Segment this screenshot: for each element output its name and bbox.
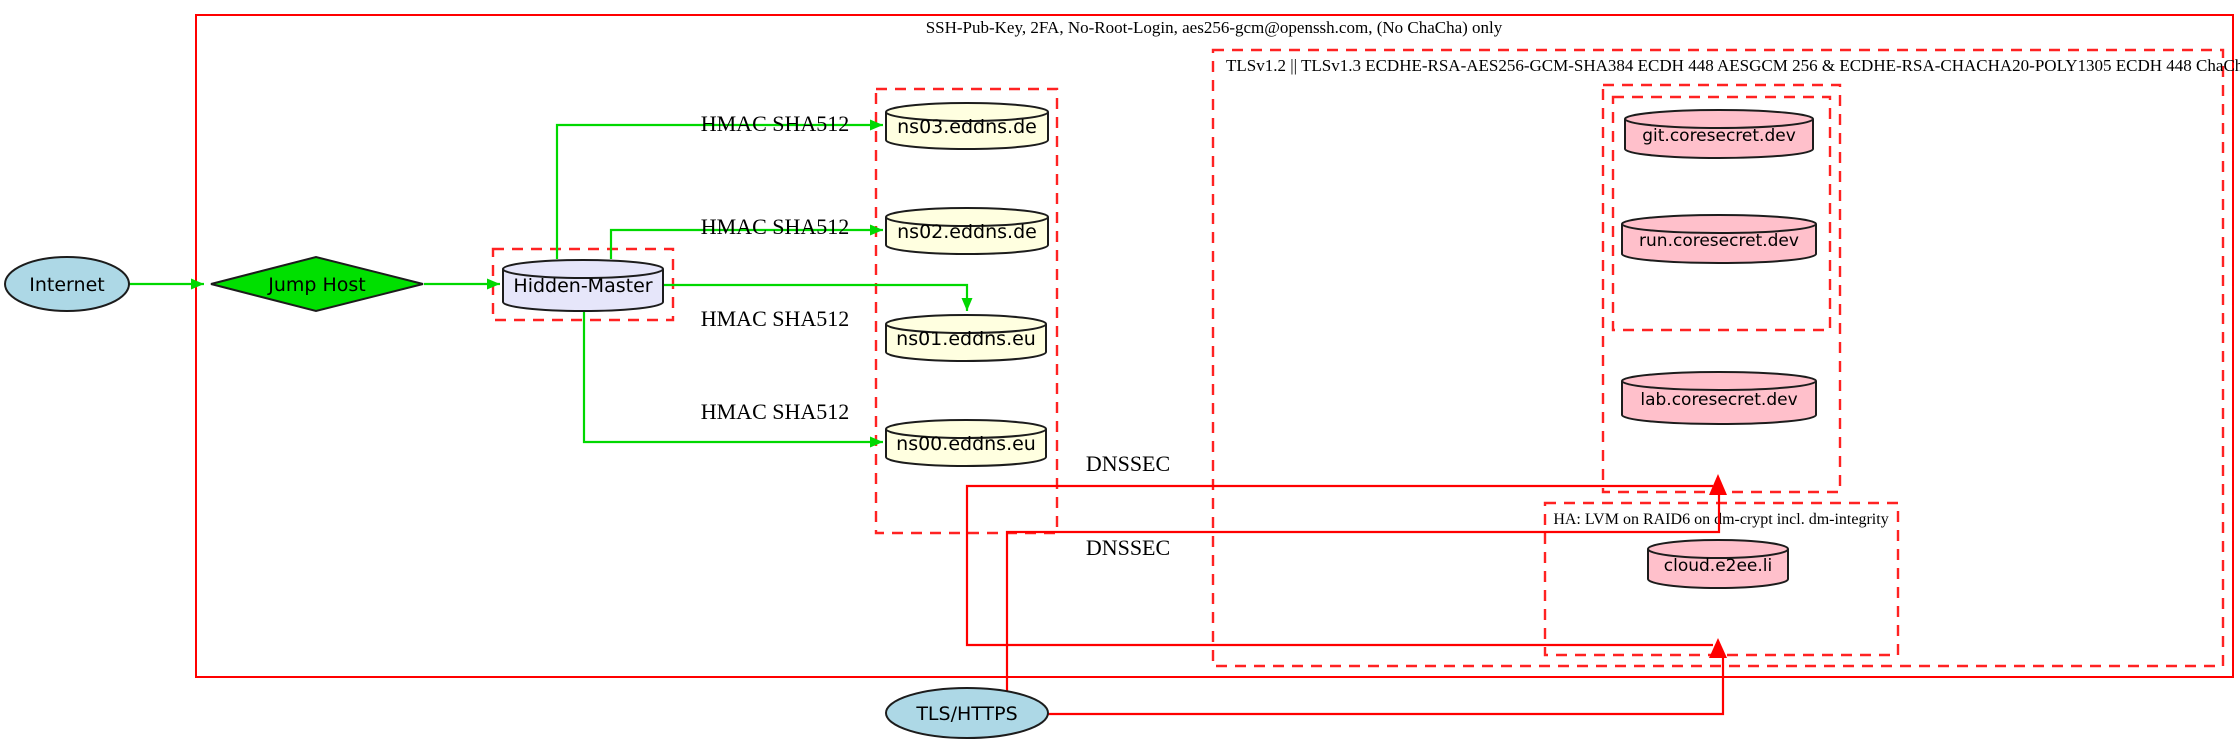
run-cylinder-lid	[1621, 223, 1817, 234]
node-ns02: ns02.eddns.de	[885, 207, 1049, 255]
tls-https-ellipse	[885, 687, 1049, 739]
jump-host-label: Jump Host	[267, 274, 366, 296]
nameserver-cluster-box	[874, 87, 1059, 535]
ns02-cylinder	[885, 207, 1049, 255]
ns02-cylinder-lid	[885, 216, 1049, 227]
node-git: git.coresecret.dev	[1624, 109, 1814, 159]
hidden-master-cylinder	[502, 259, 664, 312]
node-tls-https: TLS/HTTPS	[885, 687, 1049, 739]
ssh-policy-cluster-box	[195, 14, 2234, 678]
ha-cluster-label: HA: LVM on RAID6 on dm-crypt incl. dm-in…	[1553, 511, 1888, 528]
arrowhead-coresecret-cluster	[1709, 474, 1727, 495]
git-cylinder	[1624, 109, 1814, 159]
cloud-cylinder-lid	[1647, 548, 1789, 559]
arrowhead-ha-cluster	[1709, 638, 1727, 658]
hidden-master-label: Hidden-Master	[513, 275, 652, 297]
cloud-cylinder	[1647, 539, 1789, 589]
ns00-cylinder-lid	[885, 428, 1047, 439]
jump-host-diamond	[210, 255, 424, 313]
node-internet: Internet	[4, 256, 130, 312]
edge-label-hmac-ns01: HMAC SHA512	[701, 306, 850, 331]
node-ns00: ns00.eddns.eu	[885, 419, 1047, 467]
ns01-cylinder	[885, 314, 1047, 362]
git-label: git.coresecret.dev	[1642, 126, 1796, 146]
node-ns01: ns01.eddns.eu	[885, 314, 1047, 362]
ns03-label: ns03.eddns.de	[897, 116, 1037, 138]
coresecret-inner-cluster-box	[1611, 95, 1832, 332]
edge-label-dnssec-upper: DNSSEC	[1086, 451, 1170, 476]
ns02-label: ns02.eddns.de	[897, 221, 1037, 243]
edge-tlshttps-to-coresecret	[1005, 493, 1721, 693]
ns00-cylinder	[885, 419, 1047, 467]
lab-label: lab.coresecret.dev	[1640, 390, 1797, 410]
git-cylinder-lid	[1624, 118, 1814, 129]
node-lab: lab.coresecret.dev	[1621, 371, 1817, 425]
run-cylinder	[1621, 214, 1817, 264]
edge-label-dnssec-lower: DNSSEC	[1086, 535, 1170, 560]
hidden-master-cylinder-lid	[502, 268, 664, 279]
lab-cylinder	[1621, 371, 1817, 425]
node-jump-host: Jump Host	[210, 255, 424, 313]
ssh-policy-cluster-label: SSH-Pub-Key, 2FA, No-Root-Login, aes256-…	[926, 18, 1503, 37]
node-ns03: ns03.eddns.de	[885, 102, 1049, 150]
edge-dnssec-paths	[965, 484, 1713, 647]
edge-tlshttps-to-ha	[1048, 656, 1725, 716]
ns00-label: ns00.eddns.eu	[896, 433, 1036, 455]
ns01-cylinder-lid	[885, 323, 1047, 334]
edge-hiddenmaster-to-ns00	[582, 311, 883, 448]
edge-label-hmac-ns03: HMAC SHA512	[701, 111, 850, 136]
node-cloud: cloud.e2ee.li	[1647, 539, 1789, 589]
ha-cluster-box	[1543, 501, 1900, 657]
ns03-cylinder	[885, 102, 1049, 150]
edge-hiddenmaster-to-ns03	[555, 119, 883, 259]
node-run: run.coresecret.dev	[1621, 214, 1817, 264]
edge-hiddenmaster-to-ns01	[663, 283, 973, 311]
run-label: run.coresecret.dev	[1639, 231, 1799, 251]
tls-cluster-label: TLSv1.2 || TLSv1.3 ECDHE-RSA-AES256-GCM-…	[1226, 56, 2240, 75]
tls-cluster-box	[1211, 48, 2225, 668]
internet-label: Internet	[29, 274, 104, 296]
tls-https-label: TLS/HTTPS	[915, 703, 1017, 725]
lab-cylinder-lid	[1621, 380, 1817, 391]
edge-label-hmac-ns02: HMAC SHA512	[701, 214, 850, 239]
ns01-label: ns01.eddns.eu	[896, 328, 1036, 350]
edge-hiddenmaster-to-ns02	[609, 224, 883, 259]
edge-label-hmac-ns00: HMAC SHA512	[701, 399, 850, 424]
node-hidden-master: Hidden-Master	[502, 259, 664, 312]
ns03-cylinder-lid	[885, 111, 1049, 122]
internet-ellipse	[4, 256, 130, 312]
cloud-label: cloud.e2ee.li	[1664, 556, 1772, 576]
